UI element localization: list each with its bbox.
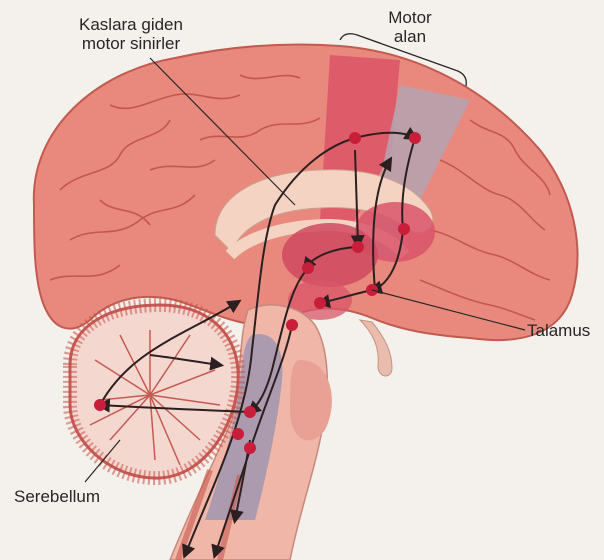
thalamus-label: Talamus [527, 321, 590, 340]
pituitary [360, 320, 392, 376]
cerebellum-label: Serebellum [14, 487, 100, 506]
pons-node-2 [232, 428, 244, 440]
motor-nerves-label: Kaslara giden motor sinirler [79, 15, 183, 53]
putamen-node [302, 262, 314, 274]
motor-area-label: Motor alan [382, 8, 438, 46]
pons-node-3 [244, 442, 256, 454]
motor-area-label-line1: Motor [382, 8, 438, 27]
red-nucleus-node [286, 319, 298, 331]
thalamus-node [352, 241, 364, 253]
cerebellar-node [94, 399, 106, 411]
sensory-cortex-node [409, 132, 421, 144]
thalamus-body [282, 223, 378, 287]
subthalamic-node [314, 297, 326, 309]
motor-nerves-label-line1: Kaslara giden [79, 15, 183, 34]
motor-area-label-line2: alan [382, 27, 438, 46]
caudate-node [398, 223, 410, 235]
motor-cortex-node [349, 132, 361, 144]
pons-node-1 [244, 406, 256, 418]
motor-nerves-label-line2: motor sinirler [79, 34, 183, 53]
